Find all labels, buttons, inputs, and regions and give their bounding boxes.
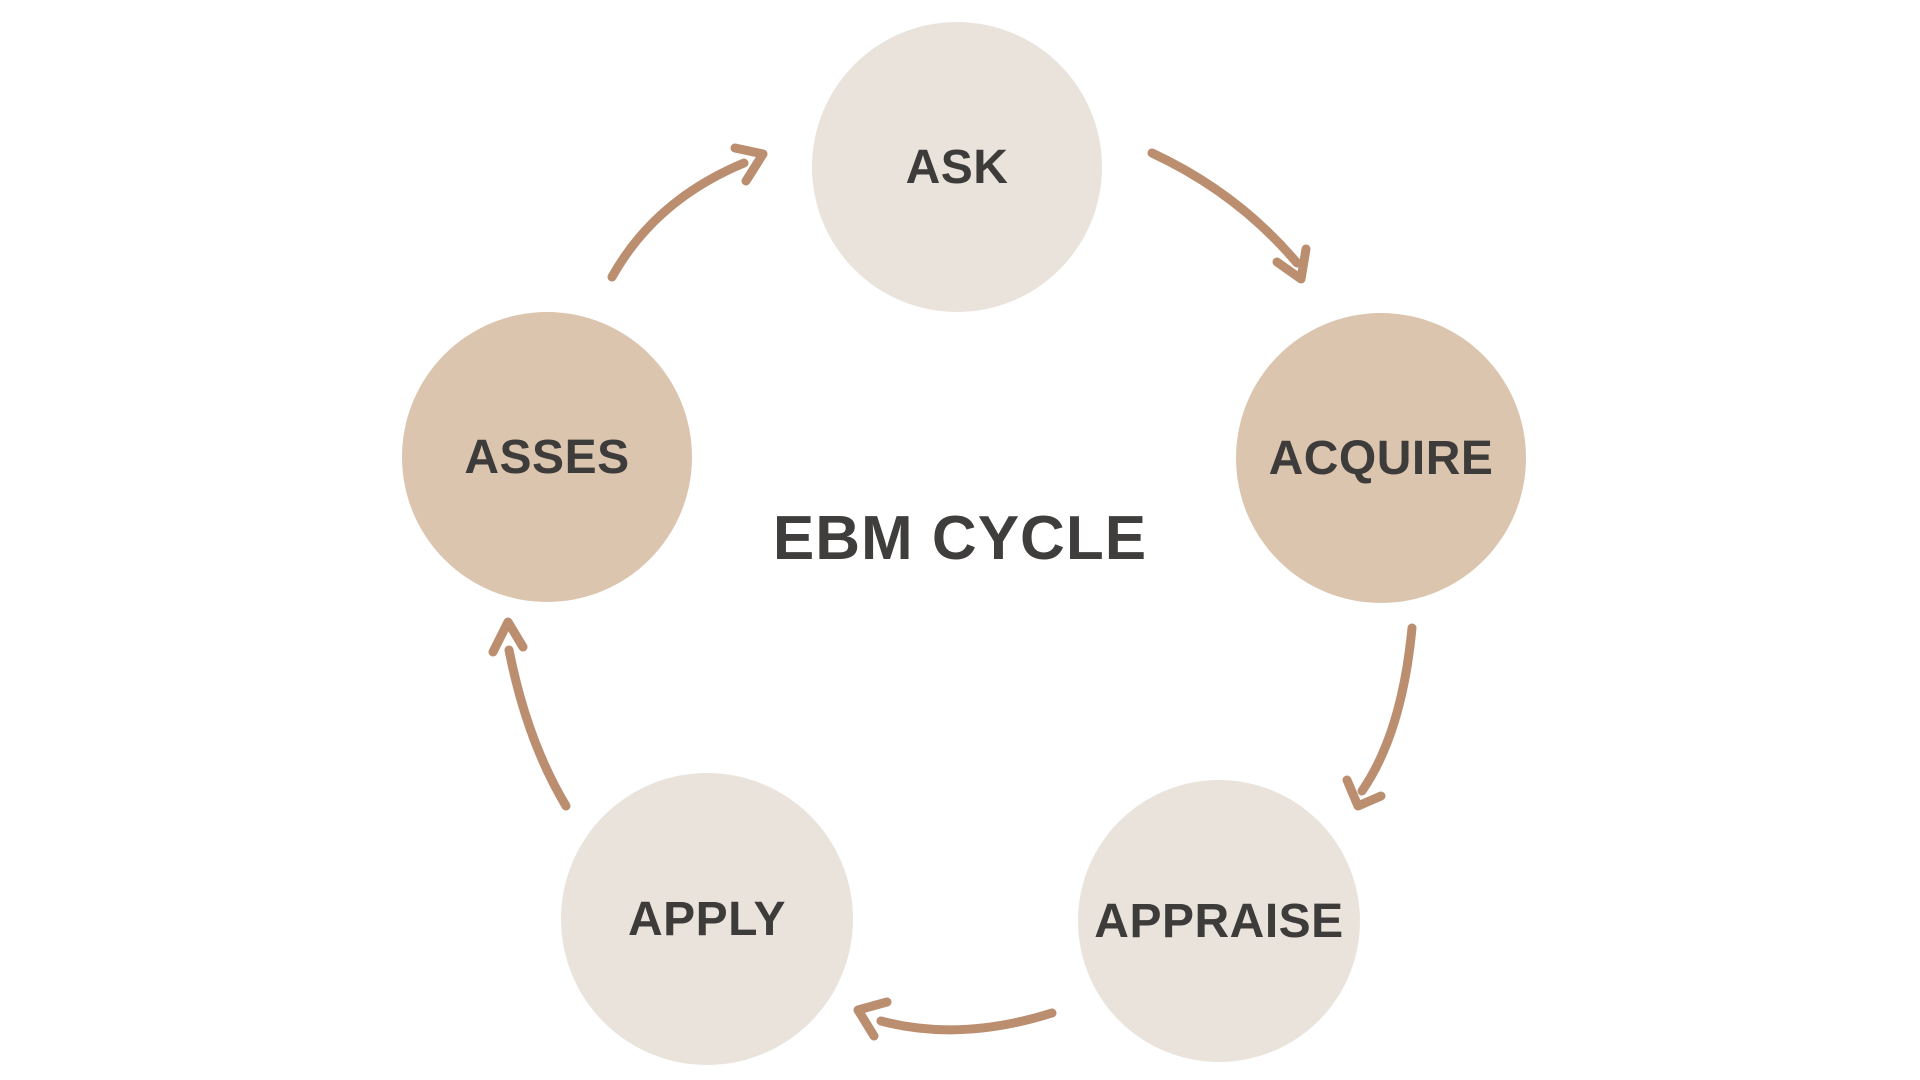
cycle-node-appraise: APPRAISE: [1078, 780, 1360, 1062]
arrow-apply-to-asses: [488, 617, 571, 811]
node-label-appraise: APPRAISE: [1094, 894, 1344, 948]
node-label-acquire: ACQUIRE: [1268, 431, 1494, 485]
node-label-apply: APPLY: [627, 892, 787, 946]
cycle-node-acquire: ACQUIRE: [1236, 313, 1526, 603]
node-label-ask: ASK: [905, 140, 1009, 194]
cycle-node-apply: APPLY: [561, 773, 853, 1065]
diagram-title: EBM CYCLE: [772, 504, 1148, 573]
arrow-appraise-to-apply: [853, 997, 1057, 1041]
arrow-asses-to-ask: [607, 143, 768, 282]
cycle-node-ask: ASK: [812, 22, 1102, 312]
arrow-ask-to-acquire: [1147, 148, 1311, 284]
cycle-node-asses: ASSES: [402, 312, 692, 602]
node-label-asses: ASSES: [464, 430, 630, 484]
arrow-acquire-to-appraise: [1342, 623, 1417, 811]
